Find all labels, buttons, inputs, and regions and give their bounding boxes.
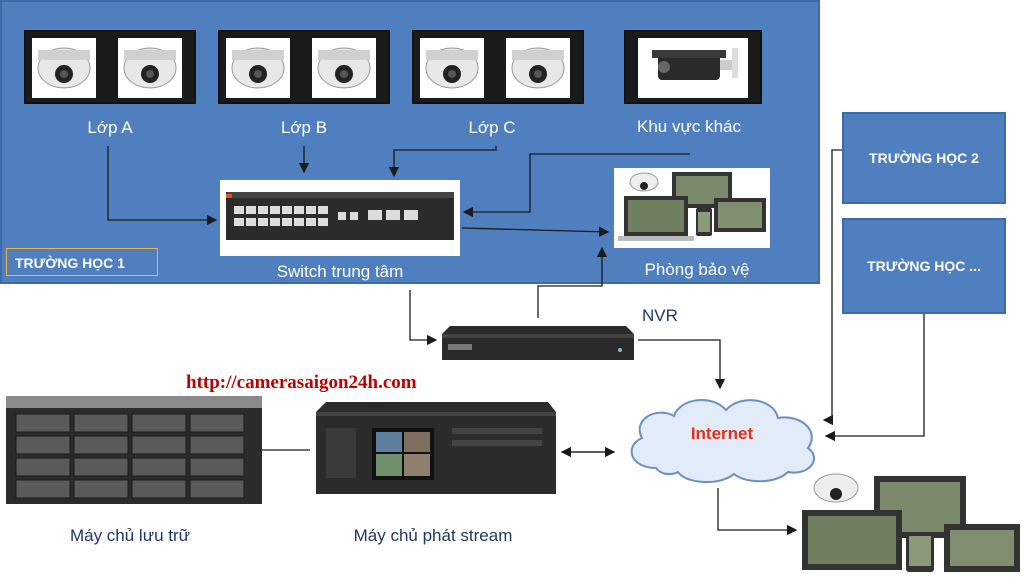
security-room-devices [614, 168, 770, 248]
internet-cloud: Internet [616, 384, 828, 488]
label-security-room: Phòng bảo vệ [644, 260, 750, 279]
monitors-icon [618, 172, 766, 241]
switch-device [220, 180, 460, 256]
stream-server-device [312, 398, 556, 498]
label-class-a: Lớp A [87, 118, 133, 137]
cloud-icon [630, 398, 815, 484]
bullet-camera-icon [638, 38, 748, 98]
label-internet: Internet [690, 424, 754, 443]
school-1-tag: TRƯỜNG HỌC 1 [6, 248, 158, 276]
camera-group-b [218, 30, 390, 104]
storage-server-device [6, 396, 262, 506]
label-stream-server: Máy chủ phát stream [353, 526, 513, 545]
stream-server-icon [316, 402, 556, 494]
nvr-device [440, 316, 636, 364]
dome-camera-icon [312, 38, 376, 98]
nvr-recorder-icon [442, 326, 634, 360]
dome-camera-icon [420, 38, 484, 98]
dome-camera-icon [226, 38, 290, 98]
remote-viewers [794, 470, 1024, 576]
label-class-b: Lớp B [280, 118, 328, 137]
school-more-box: TRƯỜNG HỌC ... [842, 218, 1006, 314]
label-storage-server: Máy chủ lưu trữ [69, 526, 191, 545]
label-nvr: NVR [642, 306, 678, 325]
label-other-area: Khu vực khác [637, 117, 741, 136]
remote-monitors-icon [802, 473, 1020, 572]
network-switch-icon [226, 192, 454, 240]
dome-camera-icon [506, 38, 570, 98]
dome-camera-icon [32, 38, 96, 98]
website-url: http://camerasaigon24h.com [186, 372, 417, 393]
label-class-c: Lớp C [468, 118, 516, 137]
label-switch: Switch trung tâm [276, 262, 404, 281]
dome-camera-icon [118, 38, 182, 98]
camera-group-c [412, 30, 584, 104]
storage-server-icon [6, 396, 262, 504]
camera-group-other [624, 30, 762, 104]
school-2-box: TRƯỜNG HỌC 2 [842, 112, 1006, 204]
camera-group-a [24, 30, 196, 104]
